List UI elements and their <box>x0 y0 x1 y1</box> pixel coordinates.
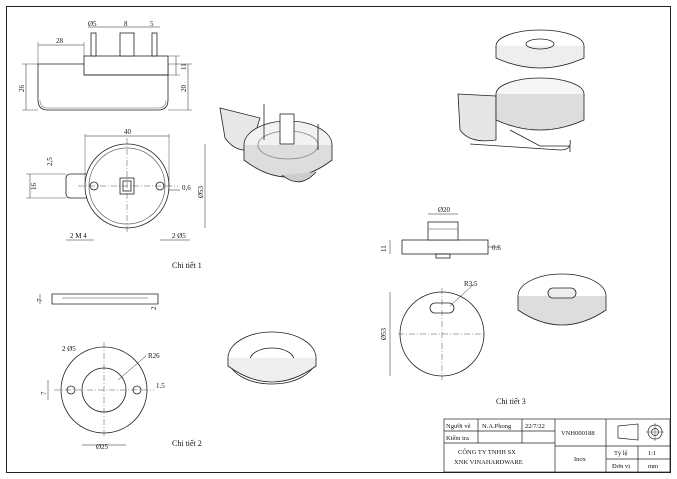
dim-p1-5b: 5 <box>150 20 154 28</box>
dim-p1-0-6: 0,6 <box>182 184 191 192</box>
dim-p1-8: 8 <box>124 20 128 28</box>
part3-label: Chi tiết 3 <box>496 397 526 406</box>
tb-scale-label: Tỷ lệ <box>614 450 628 457</box>
dim-p3-0-6: 0.6 <box>492 244 501 252</box>
tb-checked-label: Kiểm tra <box>446 435 469 442</box>
dim-p2-r26: R26 <box>148 352 160 360</box>
tb-company-line2: XNK VINAHARDWARE <box>454 459 523 466</box>
dim-p3-53: Ø53 <box>380 327 388 340</box>
dim-p1-26: 26 <box>18 85 26 93</box>
part3-iso-view <box>517 273 607 326</box>
dim-p1-20: 20 <box>180 85 188 93</box>
sheet-border <box>6 6 671 473</box>
tb-unit: mm <box>648 463 658 470</box>
tb-date: 22/7/22 <box>525 423 545 430</box>
dim-p2-7b: 7 <box>40 391 48 395</box>
dim-p1-2m4: 2 M 4 <box>70 232 87 240</box>
tb-code: VNH000188 <box>561 430 595 437</box>
dim-p1-28: 28 <box>56 37 64 45</box>
tb-company-line1: CÔNG TY TNHH SX <box>458 448 516 456</box>
tb-drawn-by: N.A.Phong <box>482 423 512 430</box>
part1-label: Chi tiết 1 <box>172 261 202 270</box>
dim-p1-2o5: 2 Ø5 <box>172 232 186 240</box>
dim-p1-53: Ø53 <box>197 185 205 198</box>
tb-material: Inox <box>574 456 587 463</box>
dim-p2-2: 2 <box>150 306 158 310</box>
part1-iso-view <box>219 104 333 183</box>
part2-top-view <box>47 342 154 446</box>
dim-p3-11: 11 <box>380 245 388 252</box>
part1-side-view <box>22 26 192 111</box>
title-block <box>443 418 671 473</box>
dim-p3-r3-5: R3.5 <box>464 280 478 288</box>
dim-p3-20: Ø20 <box>438 206 451 214</box>
tb-unit-label: Đơn vị <box>612 463 630 470</box>
tb-drawn-by-label: Người vẽ <box>446 423 471 430</box>
assembly-iso-view <box>457 29 585 152</box>
dim-p2-25: Ø25 <box>96 443 109 451</box>
part2-iso-view <box>227 331 317 385</box>
tb-scale: 1:1 <box>648 450 656 457</box>
part3-top-view <box>389 283 486 380</box>
part1-top-view <box>26 134 206 241</box>
dim-p1-40: 40 <box>124 128 132 136</box>
dim-p1-o5a: Ø5 <box>88 20 97 28</box>
dim-p1-11: 11 <box>180 63 188 70</box>
dim-p2-2o5: 2 Ø5 <box>62 345 76 353</box>
dim-p1-2-5: 2,5 <box>46 157 54 166</box>
dim-p1-16: 16 <box>30 183 38 191</box>
part2-label: Chi tiết 2 <box>172 439 202 448</box>
part3-side-view <box>389 213 500 259</box>
dim-p2-1-5: 1.5 <box>156 382 165 390</box>
dim-p2-7a: 7 <box>36 298 44 302</box>
part2-side-view <box>39 293 159 305</box>
